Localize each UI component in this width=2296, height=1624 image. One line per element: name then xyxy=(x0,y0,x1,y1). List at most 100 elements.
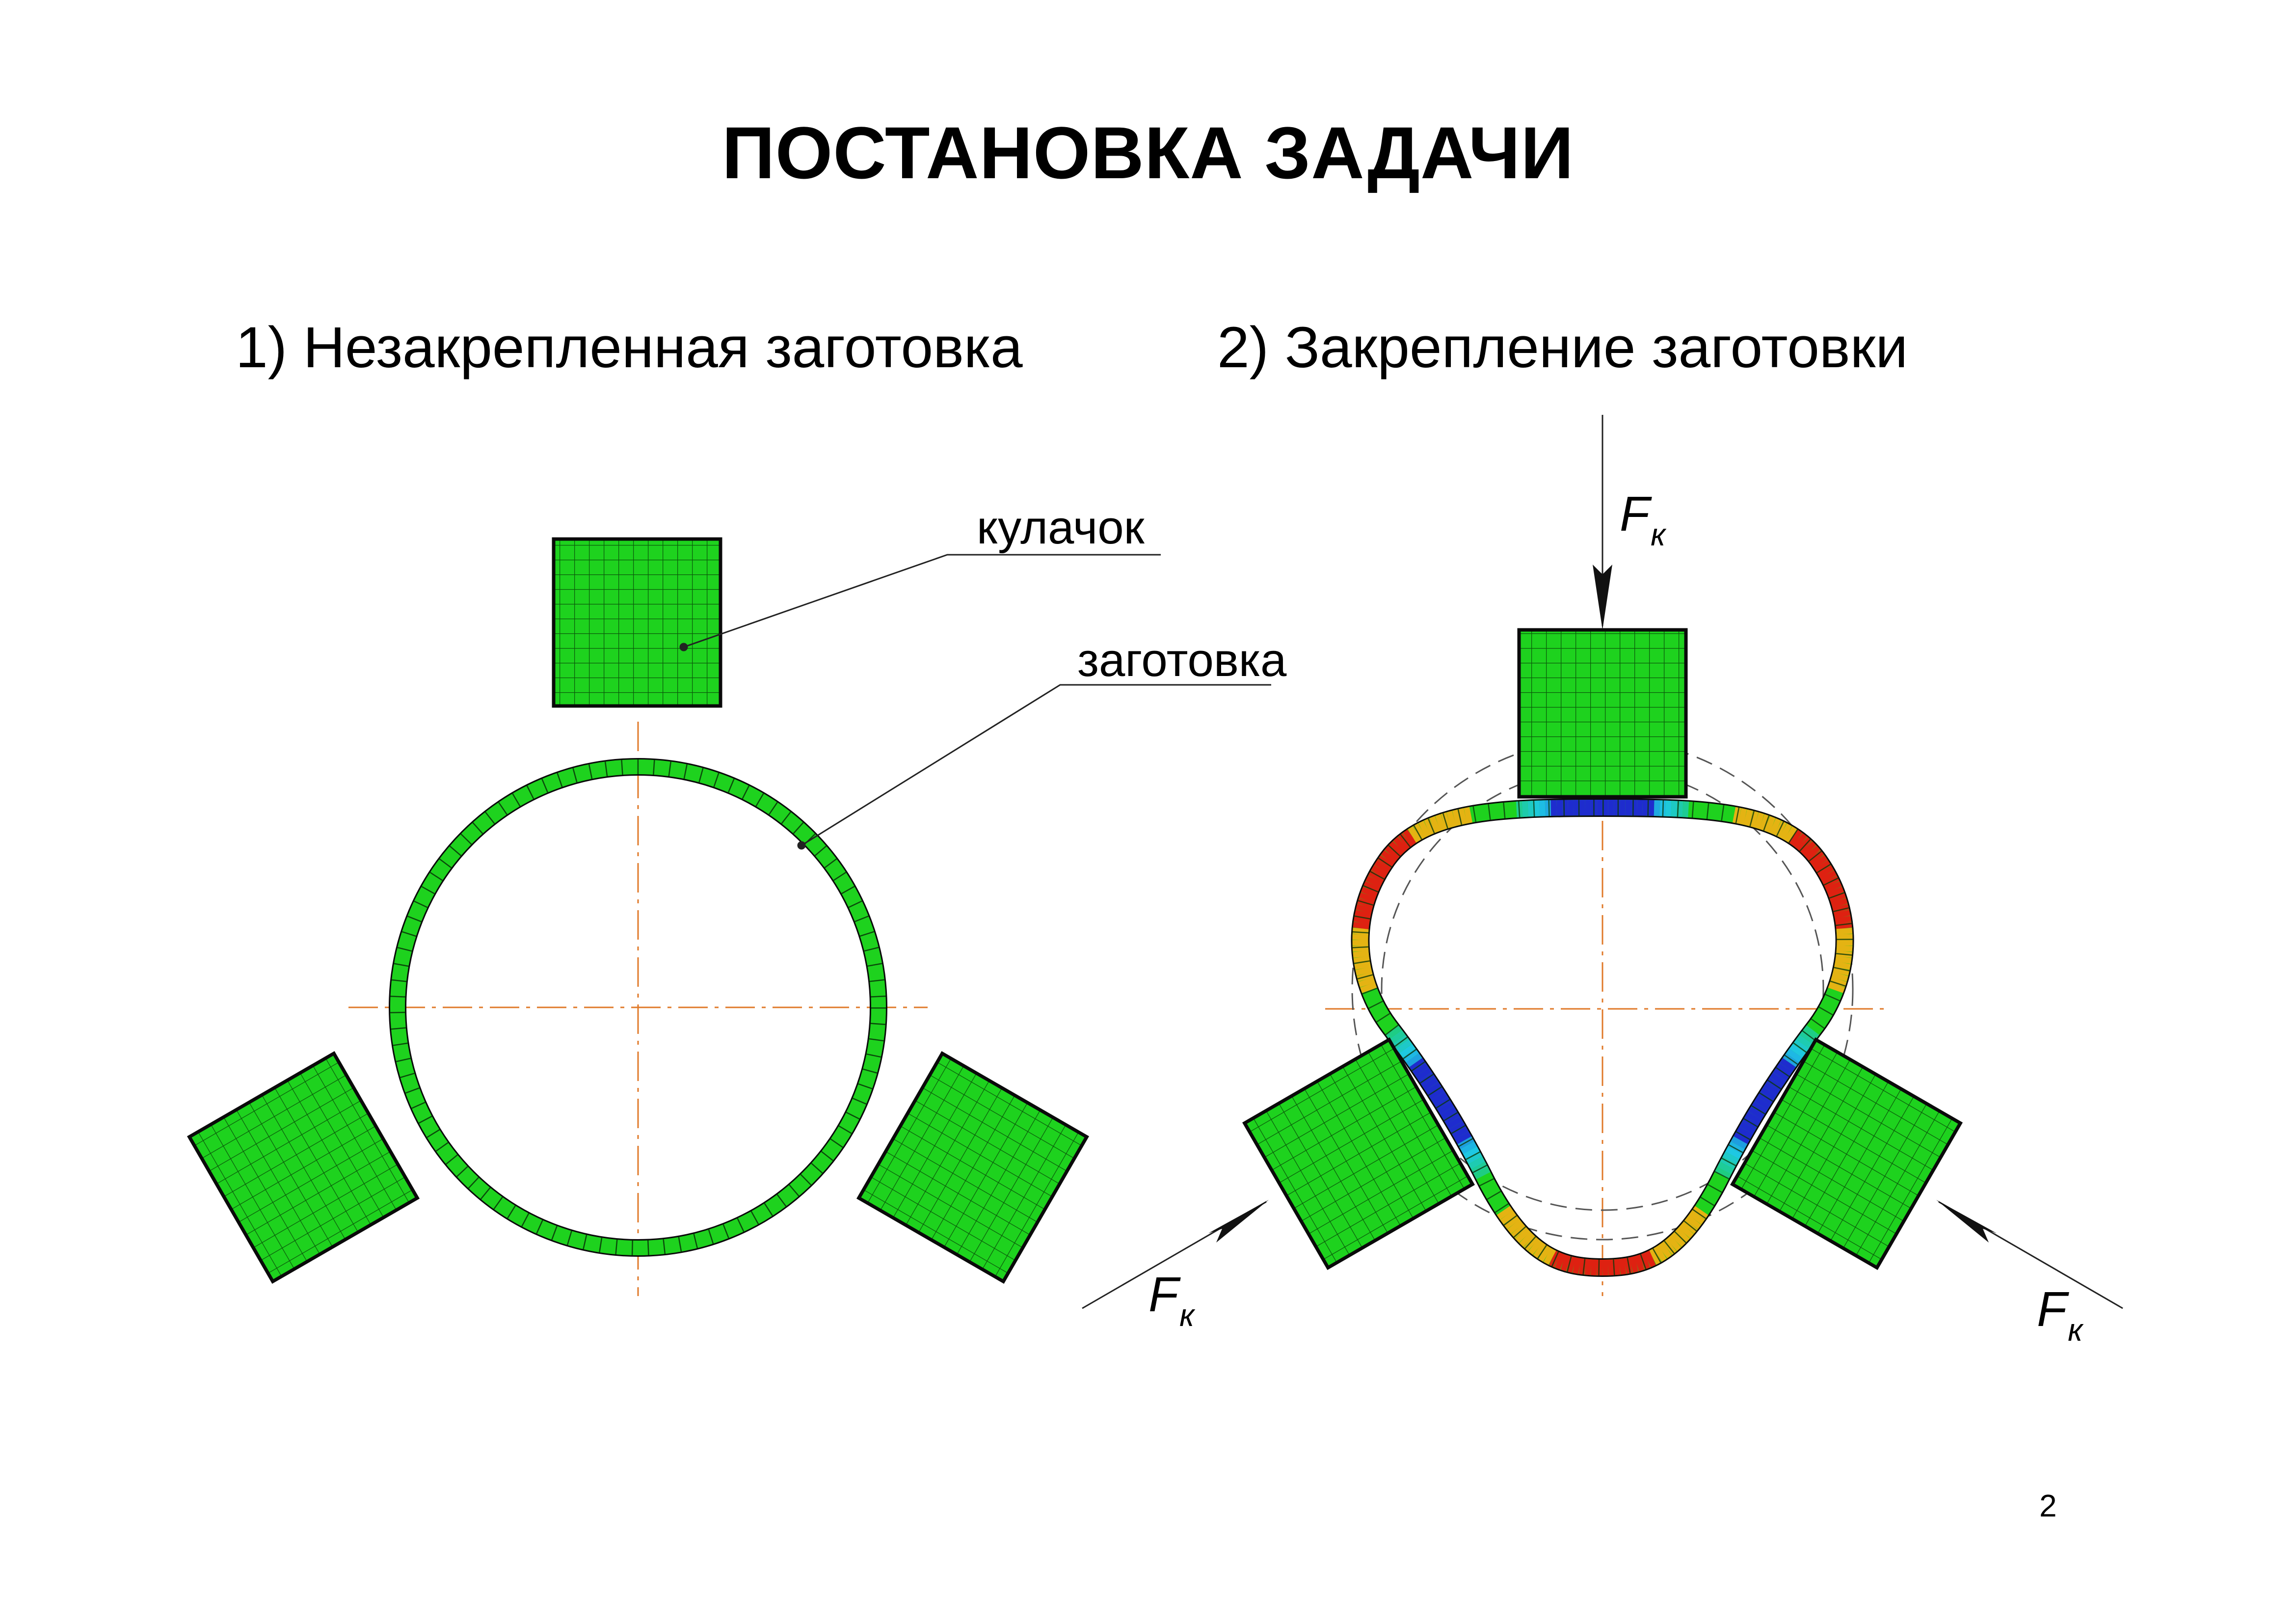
stress-segment xyxy=(1831,972,1848,982)
stress-segment xyxy=(1682,1219,1698,1234)
deformed-ring xyxy=(1351,798,1854,1277)
stress-segment xyxy=(1452,1126,1468,1139)
stress-segment xyxy=(1519,1231,1535,1247)
stress-segment xyxy=(1468,1157,1485,1169)
force-subscript: к xyxy=(1651,517,1666,552)
stress-segment xyxy=(1736,1126,1753,1139)
stress-segment xyxy=(1389,1029,1406,1044)
stress-segment xyxy=(1748,1106,1765,1120)
stress-segment xyxy=(1396,1039,1413,1054)
stress-segment xyxy=(1473,1167,1491,1180)
stress-segment xyxy=(1654,1245,1667,1262)
stress-segment xyxy=(1835,916,1851,924)
stress-segment xyxy=(1769,818,1781,835)
stress-segment xyxy=(1399,1044,1415,1058)
stress-segment xyxy=(1836,945,1853,952)
stress-segment xyxy=(1720,1157,1736,1169)
stress-segment xyxy=(1801,841,1816,857)
stress-segment xyxy=(1522,801,1528,817)
stress-segment xyxy=(1355,966,1372,976)
force-arrow-right xyxy=(1936,1200,2123,1309)
jaw-top-left xyxy=(552,537,722,708)
stress-segment xyxy=(1717,1162,1734,1174)
stress-segment xyxy=(1388,841,1404,857)
ring-blank xyxy=(389,758,887,1257)
stress-segment xyxy=(1754,812,1764,829)
page-number: 2 xyxy=(2039,1488,2057,1523)
stress-segment xyxy=(1511,1223,1527,1239)
force-symbol: F xyxy=(2037,1282,2067,1337)
stress-segment xyxy=(1817,865,1834,878)
stress-segment xyxy=(1471,1162,1488,1174)
stress-segment xyxy=(1425,1082,1442,1096)
stress-segment xyxy=(1464,807,1472,824)
stress-segment xyxy=(1554,1252,1566,1270)
stress-segment xyxy=(1629,1256,1639,1273)
stress-segment xyxy=(1431,1091,1448,1105)
stress-segment xyxy=(1355,910,1371,919)
force-label-top: Fк xyxy=(1620,486,1665,552)
stress-segment xyxy=(1528,1239,1543,1255)
jaw-lower-left xyxy=(187,1051,420,1284)
stress-segment xyxy=(1406,1053,1422,1067)
stress-segment xyxy=(1434,1096,1451,1110)
stress-segment xyxy=(1418,820,1431,838)
stress-segment xyxy=(1773,1067,1789,1082)
stress-segment xyxy=(1796,1034,1813,1049)
stress-segment xyxy=(1828,982,1845,993)
stress-segment xyxy=(1743,809,1753,826)
stress-segment xyxy=(1779,1058,1796,1072)
stress-segment xyxy=(1538,1245,1551,1262)
subtitle-fixed: 2) Закрепление заготовки xyxy=(1217,315,1908,380)
stress-segment xyxy=(1435,814,1446,831)
stress-segment xyxy=(1452,809,1462,826)
stress-segment xyxy=(1658,1242,1672,1259)
stress-segment xyxy=(1422,1077,1439,1091)
stress-segment xyxy=(1412,1062,1429,1077)
stress-segment xyxy=(1496,1206,1513,1220)
stress-segment xyxy=(1619,1258,1627,1275)
jaw-top-right xyxy=(1517,628,1688,799)
stress-segment xyxy=(1386,1025,1402,1040)
stress-segment xyxy=(1731,1136,1748,1149)
stress-segment xyxy=(1786,1048,1803,1062)
stress-segment xyxy=(1757,1091,1774,1105)
stress-segment xyxy=(1789,1044,1806,1058)
stress-segment xyxy=(1507,1219,1523,1234)
stress-segment xyxy=(1418,1072,1436,1086)
stress-segment xyxy=(1754,1096,1771,1110)
stress-segment xyxy=(1356,904,1373,914)
stress-segment xyxy=(1779,823,1792,840)
stress-segment xyxy=(1500,1210,1517,1225)
stress-segment xyxy=(1428,1086,1445,1100)
stress-segment xyxy=(1714,1167,1732,1180)
stress-segment xyxy=(1440,1106,1457,1120)
stress-segment xyxy=(1523,1235,1539,1251)
stress-segment xyxy=(1766,1077,1783,1091)
stress-segment xyxy=(1515,1227,1531,1243)
stress-segment xyxy=(1797,837,1812,853)
stress-segment xyxy=(1789,829,1802,846)
stress-segment xyxy=(1358,977,1375,988)
jaw-lower-right-clamped xyxy=(1730,1037,1963,1271)
stress-segment xyxy=(1738,808,1747,825)
force-arrow-top xyxy=(1593,415,1612,630)
stress-segment xyxy=(1835,956,1852,964)
stress-segment xyxy=(1408,826,1421,843)
stress-segment xyxy=(1760,1086,1777,1100)
stress-segment xyxy=(1792,833,1807,849)
subtitle-unfixed: 1) Незакрепленная заготовка xyxy=(236,315,1023,380)
callout-jaw-label: кулачок xyxy=(977,501,1145,554)
stress-segment xyxy=(1634,1254,1645,1272)
stress-segment xyxy=(1811,855,1828,869)
stress-segment xyxy=(1446,1116,1463,1130)
unfixed-assembly xyxy=(187,537,1271,1296)
stress-segment xyxy=(1460,1141,1477,1154)
stress-segment xyxy=(1827,887,1844,898)
stress-segment xyxy=(1573,1257,1581,1274)
stress-segment xyxy=(1776,1062,1793,1077)
stress-segment xyxy=(1670,1231,1686,1247)
stress-segment xyxy=(1393,837,1408,853)
stress-segment xyxy=(1381,850,1397,865)
stress-segment xyxy=(1385,845,1401,861)
